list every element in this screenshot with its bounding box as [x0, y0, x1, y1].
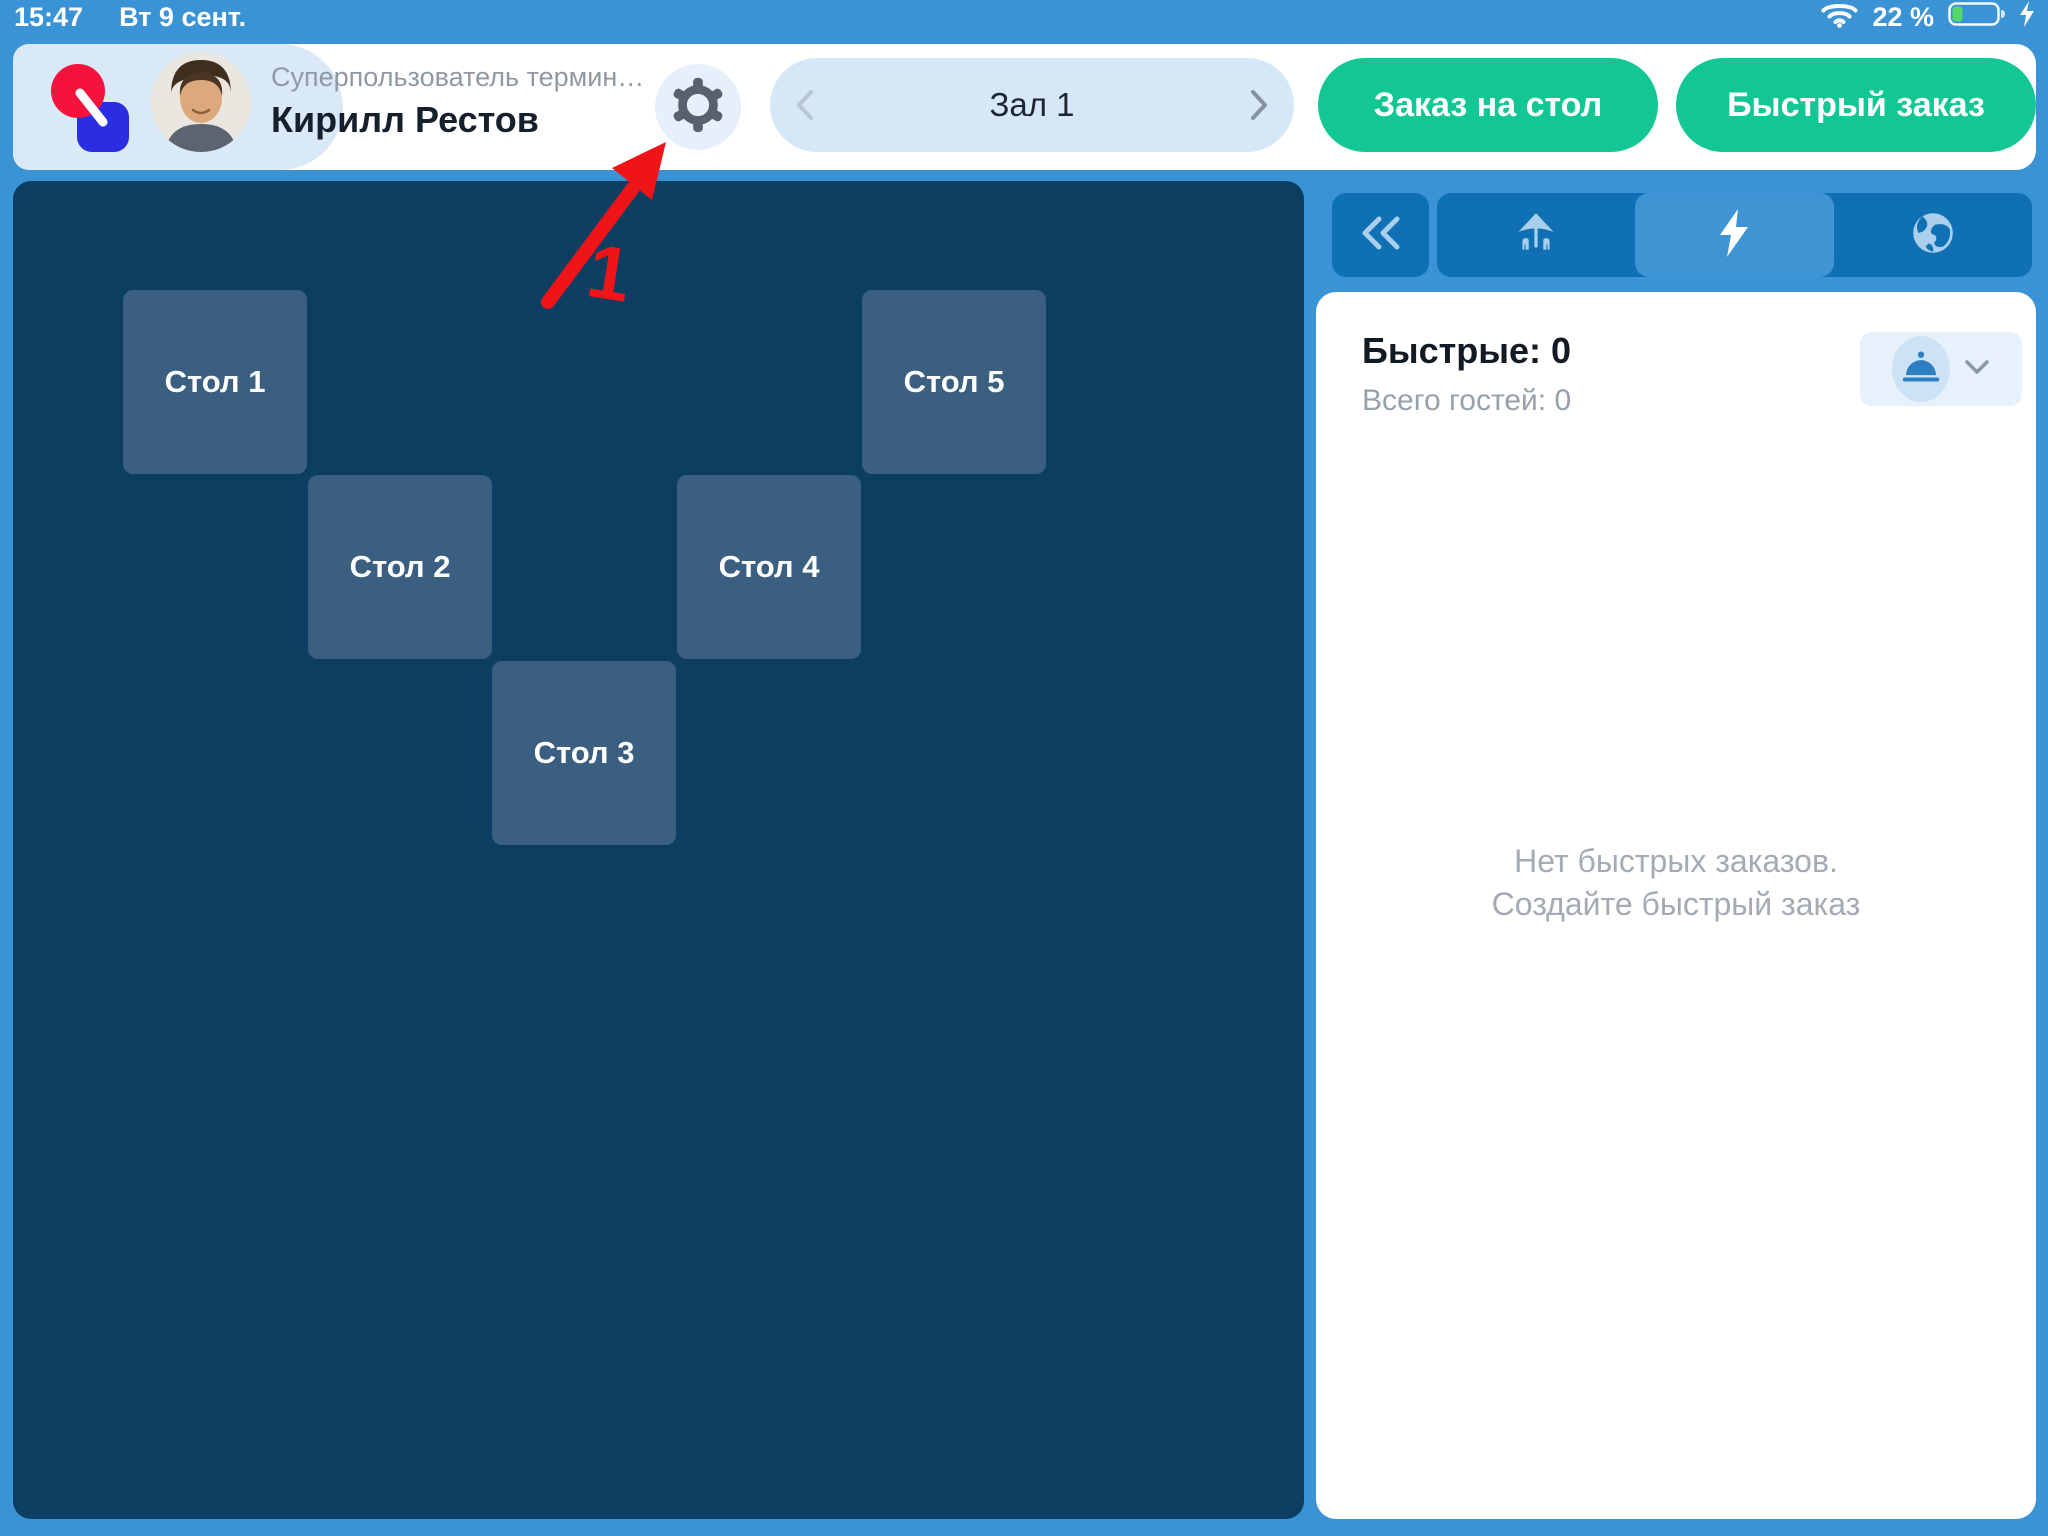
- user-name: Кирилл Рестов: [271, 99, 539, 140]
- order-on-table-button[interactable]: Заказ на стол: [1318, 58, 1658, 152]
- empty-state-message: Нет быстрых заказов. Создайте быстрый за…: [1316, 840, 2036, 926]
- table-3[interactable]: Стол 3: [492, 661, 676, 845]
- table-4[interactable]: Стол 4: [677, 475, 861, 659]
- user-info[interactable]: Суперпользователь термин… Кирилл Рестов: [271, 62, 691, 141]
- quick-orders-icon: [1712, 207, 1756, 264]
- floor-plan: Стол 1 Стол 2 Стол 3 Стол 4 Стол 5: [13, 181, 1304, 1519]
- delivery-globe-icon: [1908, 208, 1958, 263]
- tab-delivery[interactable]: [1834, 193, 2032, 277]
- settings-button[interactable]: [655, 64, 741, 150]
- quick-resto-logo-icon: [49, 62, 135, 157]
- table-label: Стол 1: [164, 364, 266, 399]
- user-role: Суперпользователь термин…: [271, 62, 645, 92]
- sidebar-collapse-button[interactable]: [1332, 193, 1429, 277]
- battery-percent: 22 %: [1872, 1, 1934, 32]
- wifi-icon: [1821, 0, 1858, 35]
- hall-tables-icon: [1511, 208, 1561, 263]
- header-bar: Суперпользователь термин… Кирилл Рестов: [13, 44, 2036, 170]
- gear-icon: [669, 76, 727, 139]
- tab-hall-tables[interactable]: [1437, 193, 1635, 277]
- empty-state-line1: Нет быстрых заказов.: [1514, 843, 1838, 879]
- status-time: 15:47: [14, 1, 84, 32]
- table-5[interactable]: Стол 5: [862, 290, 1046, 474]
- hall-selector[interactable]: Зал 1: [770, 58, 1294, 152]
- quick-order-button[interactable]: Быстрый заказ: [1676, 58, 2036, 152]
- table-label: Стол 2: [349, 549, 451, 584]
- guests-total: Всего гостей: 0: [1362, 384, 1572, 417]
- quick-orders-panel: Быстрые: 0 Всего гостей: 0 Нет быстрых: [1316, 292, 2036, 1519]
- status-date: Вт 9 сент.: [119, 1, 247, 32]
- hall-label: Зал 1: [989, 86, 1075, 123]
- status-bar: 15:47 Вт 9 сент. 22 %: [0, 0, 2048, 40]
- quick-orders-count: Быстрые: 0: [1362, 330, 1572, 371]
- tab-quick-orders[interactable]: [1635, 193, 1834, 277]
- table-label: Стол 5: [903, 364, 1005, 399]
- double-chevron-left-icon: [1358, 213, 1404, 258]
- battery-icon: [1948, 0, 2006, 35]
- cloche-oval: [1892, 336, 1950, 402]
- chevron-down-icon: [1964, 359, 1990, 380]
- sidebar-tabs: [1437, 193, 2032, 277]
- table-2[interactable]: Стол 2: [308, 475, 492, 659]
- table-1[interactable]: Стол 1: [123, 290, 307, 474]
- charging-bolt-icon: [2020, 0, 2034, 34]
- table-label: Стол 3: [533, 735, 635, 770]
- cloche-icon: [1901, 350, 1941, 389]
- hall-next-button[interactable]: [1224, 88, 1294, 122]
- serve-filter-button[interactable]: [1860, 332, 2022, 406]
- hall-prev-button[interactable]: [770, 88, 840, 122]
- user-avatar[interactable]: [151, 52, 251, 152]
- empty-state-line2: Создайте быстрый заказ: [1491, 886, 1861, 923]
- table-label: Стол 4: [718, 549, 820, 584]
